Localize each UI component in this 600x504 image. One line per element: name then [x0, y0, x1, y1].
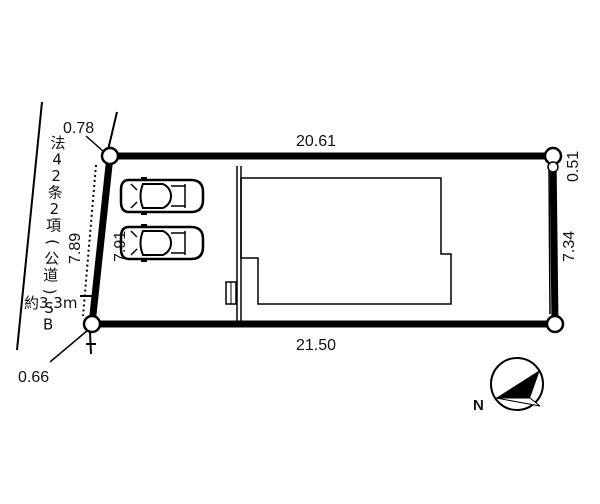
road-label-char: B [43, 316, 53, 334]
bottom-left-offset-label: 0.66 [18, 369, 49, 386]
corner-marker [82, 314, 102, 334]
road-label-char: 2 [50, 200, 60, 218]
north-label: N [473, 397, 484, 414]
leader-line-top-left [85, 135, 105, 153]
north-arrow: N [473, 357, 544, 414]
road-label-char: 2 [51, 167, 61, 185]
corner-marker [545, 314, 565, 334]
north-arrow-pointer [496, 370, 540, 398]
corner-marker [100, 146, 120, 166]
road-label-char: 項 [46, 217, 61, 235]
inner-left-length-label: 7.89 [67, 233, 84, 264]
road-label-char: ( [44, 239, 62, 245]
building-outline [240, 177, 452, 305]
leader-line-bottom-left [49, 329, 89, 363]
plot-right-inner-line [548, 167, 551, 315]
road-width-label: 約3.3m [24, 294, 77, 312]
top-length-label: 20.61 [296, 133, 336, 150]
corner-marker [547, 161, 559, 173]
bottom-length-label: 21.50 [296, 337, 336, 354]
road-label-char: 公 [44, 250, 59, 268]
car-icon [119, 177, 205, 215]
right-length-label: 7.34 [561, 231, 578, 262]
road-label-char: S [44, 299, 54, 317]
top-right-offset-label: 0.51 [565, 151, 582, 182]
road-edge-line [16, 101, 43, 351]
road-label-char: 道 [43, 266, 58, 284]
road-label-char: 4 [52, 151, 62, 169]
setback-dotted-line [82, 164, 97, 317]
top-left-offset-label: 0.78 [63, 120, 94, 137]
setback-tick-vertical [89, 331, 92, 355]
road-label-char: 法 [50, 134, 65, 152]
car-icon [119, 224, 205, 262]
north-arrow-pointer-white [495, 397, 541, 407]
road-edge-line-right [107, 111, 118, 151]
road-label-char: ) [41, 289, 59, 295]
road-label-char: 条 [48, 184, 63, 202]
left-length-label: 7.91 [112, 231, 129, 262]
